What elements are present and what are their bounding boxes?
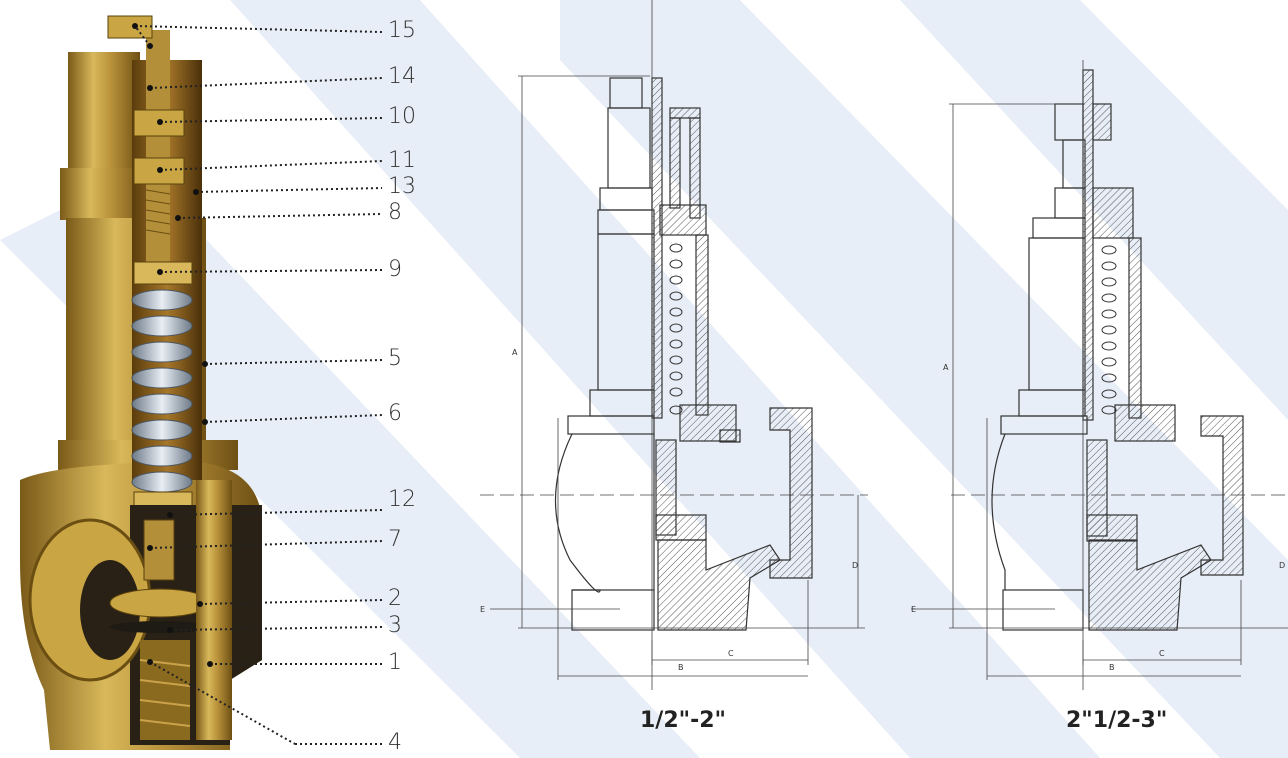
callout-6: 6 — [388, 401, 402, 426]
dim-label-a: A — [943, 363, 949, 372]
callout-2: 2 — [388, 586, 402, 611]
dim-label-c: C — [728, 649, 734, 658]
dim-label-d: D — [852, 561, 858, 570]
callout-5: 5 — [388, 346, 402, 371]
callout-3: 3 — [388, 613, 402, 638]
dim-label-e: E — [480, 605, 485, 614]
dim-label-b: B — [1109, 663, 1115, 672]
dim-label-c: C — [1159, 649, 1165, 658]
callout-8: 8 — [388, 200, 402, 225]
technical-drawing-large: A B C D E — [911, 60, 1288, 690]
technical-drawing-small: A B C D E — [480, 0, 868, 690]
dim-label-a: A — [512, 348, 518, 357]
callout-14: 14 — [388, 64, 416, 89]
size-label-large: 2"1/2-3" — [1066, 708, 1168, 733]
callout-10: 10 — [388, 104, 416, 129]
size-label-small: 1/2"-2" — [640, 708, 727, 733]
callout-9: 9 — [388, 257, 402, 282]
callout-7: 7 — [388, 527, 402, 552]
callout-4: 4 — [388, 730, 402, 755]
callout-11: 11 — [388, 148, 416, 173]
dim-label-d: D — [1279, 561, 1285, 570]
callout-12: 12 — [388, 487, 416, 512]
callout-15: 15 — [388, 18, 416, 43]
callout-1: 1 — [388, 650, 402, 675]
callout-13: 13 — [388, 174, 416, 199]
dim-label-b: B — [678, 663, 684, 672]
valve-cutaway-photo — [20, 15, 383, 750]
dim-label-e: E — [911, 605, 916, 614]
